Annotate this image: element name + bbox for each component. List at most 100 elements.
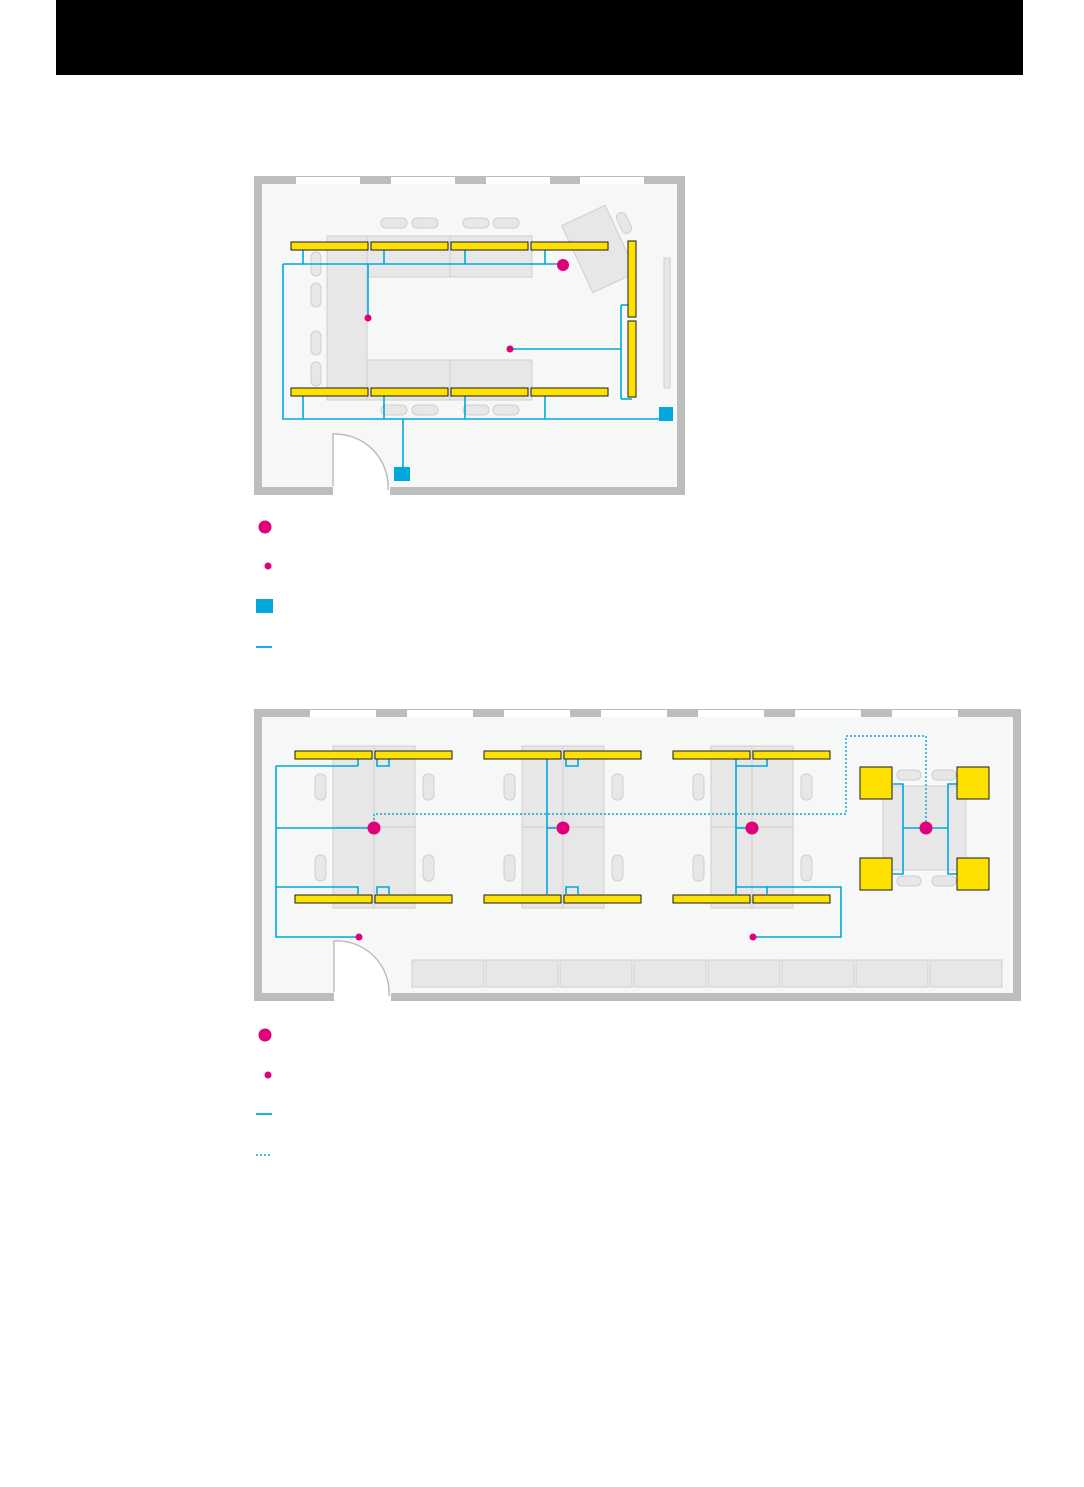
table (326, 235, 368, 401)
light-panel (859, 857, 893, 891)
cabinet (929, 959, 1003, 988)
light-panel (859, 766, 893, 800)
sensor-large (367, 821, 381, 835)
cabinet (485, 959, 559, 988)
light-fixture (672, 894, 751, 904)
sensor-large (556, 821, 570, 835)
cabinet (411, 959, 485, 988)
door-opening (334, 992, 391, 1002)
light-fixture (752, 894, 831, 904)
light-panel (956, 766, 990, 800)
window (391, 177, 455, 184)
window (601, 710, 667, 717)
chair (503, 773, 516, 801)
window (580, 177, 644, 184)
light-fixture (563, 894, 642, 904)
legend-small-sensor-icon (264, 562, 272, 570)
sensor-large (919, 821, 933, 835)
light-fixture (290, 387, 369, 397)
controller-box (659, 407, 673, 421)
door-swing (332, 433, 389, 491)
cabinet (855, 959, 929, 988)
door-swing (333, 940, 390, 997)
legend-large-sensor-icon (258, 520, 272, 534)
light-fixture (294, 894, 373, 904)
chair (615, 212, 633, 234)
chair (800, 854, 813, 882)
light-fixture (374, 750, 453, 760)
light-fixture (294, 750, 373, 760)
chair (411, 404, 439, 416)
window (407, 710, 473, 717)
wall-cabinet (663, 257, 671, 389)
chair (492, 404, 520, 416)
light-fixtures (294, 750, 990, 904)
cabinet (559, 959, 633, 988)
header-bar (56, 0, 1023, 75)
floor-plan-1 (254, 176, 685, 648)
sensor-large (557, 259, 569, 271)
chair (310, 361, 322, 387)
chair (422, 854, 435, 882)
chair (380, 404, 408, 416)
light-fixture (563, 750, 642, 760)
chair (422, 773, 435, 801)
sensor-small (364, 314, 372, 322)
chair (462, 217, 490, 229)
light-fixture (483, 894, 562, 904)
controller-box (394, 467, 410, 481)
sensor-small (749, 933, 757, 941)
chair (931, 769, 957, 781)
window (892, 710, 958, 717)
sensor-small (355, 933, 363, 941)
legend-large-sensor-icon (258, 1028, 272, 1042)
door-opening (333, 486, 390, 496)
light-panel (956, 857, 990, 891)
light-fixture (370, 387, 449, 397)
chair (310, 282, 322, 308)
chair (611, 854, 624, 882)
light-fixture (370, 241, 449, 251)
chair (314, 854, 327, 882)
chair (896, 769, 922, 781)
light-fixture (290, 241, 369, 251)
light-fixture (752, 750, 831, 760)
light-fixture (483, 750, 562, 760)
chair (314, 773, 327, 801)
legend-2 (256, 1028, 272, 1156)
chair (692, 854, 705, 882)
window (310, 710, 376, 717)
chair (503, 854, 516, 882)
light-fixture-vertical (627, 320, 637, 398)
window (795, 710, 861, 717)
chair (611, 773, 624, 801)
chair (492, 217, 520, 229)
chair (462, 404, 490, 416)
chair (380, 217, 408, 229)
cable-network (275, 758, 958, 938)
window (486, 177, 550, 184)
window (504, 710, 570, 717)
cable-network (282, 246, 659, 468)
chair (692, 773, 705, 801)
light-fixture (374, 894, 453, 904)
light-fixture (450, 241, 529, 251)
floor-plan-2 (254, 709, 1021, 1156)
chair (800, 773, 813, 801)
cabinet (633, 959, 707, 988)
legend-controller-icon (256, 599, 273, 613)
legend-1 (256, 520, 273, 648)
chair (310, 330, 322, 356)
sensor-large (745, 821, 759, 835)
legend-small-sensor-icon (264, 1071, 272, 1079)
chair (896, 875, 922, 887)
chair (411, 217, 439, 229)
sensor-small (506, 345, 514, 353)
light-fixture (530, 241, 609, 251)
light-fixture-vertical (627, 240, 637, 318)
window (698, 710, 764, 717)
window (296, 177, 360, 184)
cabinet (707, 959, 781, 988)
light-fixture (450, 387, 529, 397)
